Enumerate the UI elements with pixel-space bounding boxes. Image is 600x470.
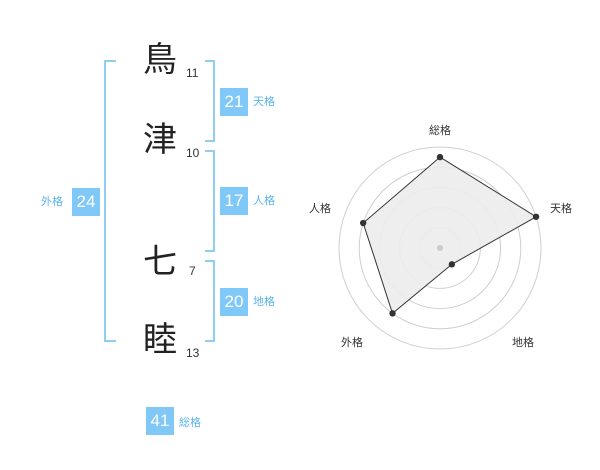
- gaikaku-value: 24: [72, 188, 100, 216]
- radar-points: [359, 153, 540, 317]
- radar-point-1: [436, 153, 444, 161]
- name-char-3: 七: [143, 242, 177, 282]
- jinkaku-label: 人格: [253, 194, 275, 207]
- soukaku-value: 41: [146, 407, 174, 435]
- stroke-count-4: 13: [186, 346, 200, 360]
- chikaku-label: 地格: [253, 295, 275, 308]
- name-char-2: 津: [143, 120, 177, 160]
- name-char-4: 睦: [143, 320, 177, 360]
- tenkaku-bracket: [205, 60, 215, 142]
- stroke-count-1: 11: [186, 66, 199, 80]
- radar-center-dot: [437, 245, 443, 251]
- radar-label-soukaku: 総格: [429, 123, 451, 137]
- soukaku-label: 総格: [179, 416, 201, 429]
- radar-shape: [362, 156, 538, 315]
- tenkaku-label: 天格: [253, 95, 275, 108]
- tenkaku-value: 21: [220, 88, 248, 116]
- gaikaku-bracket: [104, 60, 116, 342]
- stroke-count-3: 7: [189, 264, 196, 278]
- radar-label-chikaku: 地格: [512, 335, 534, 349]
- radar-label-jinkaku: 人格: [309, 201, 331, 215]
- stroke-count-2: 10: [186, 146, 200, 160]
- gaikaku-label: 外格: [41, 195, 63, 208]
- radar-point-2: [532, 213, 540, 220]
- radar-point-5: [359, 219, 367, 227]
- chikaku-value: 20: [220, 288, 248, 316]
- name-char-1: 鳥: [143, 40, 177, 80]
- chikaku-bracket: [205, 260, 215, 342]
- jinkaku-bracket: [205, 150, 215, 252]
- jinkaku-value: 17: [220, 187, 248, 215]
- radar-label-gaikaku: 外格: [341, 335, 363, 349]
- radar-label-tenkaku: 天格: [550, 201, 572, 215]
- radar-point-3: [448, 261, 456, 268]
- radar-point-4: [389, 310, 396, 317]
